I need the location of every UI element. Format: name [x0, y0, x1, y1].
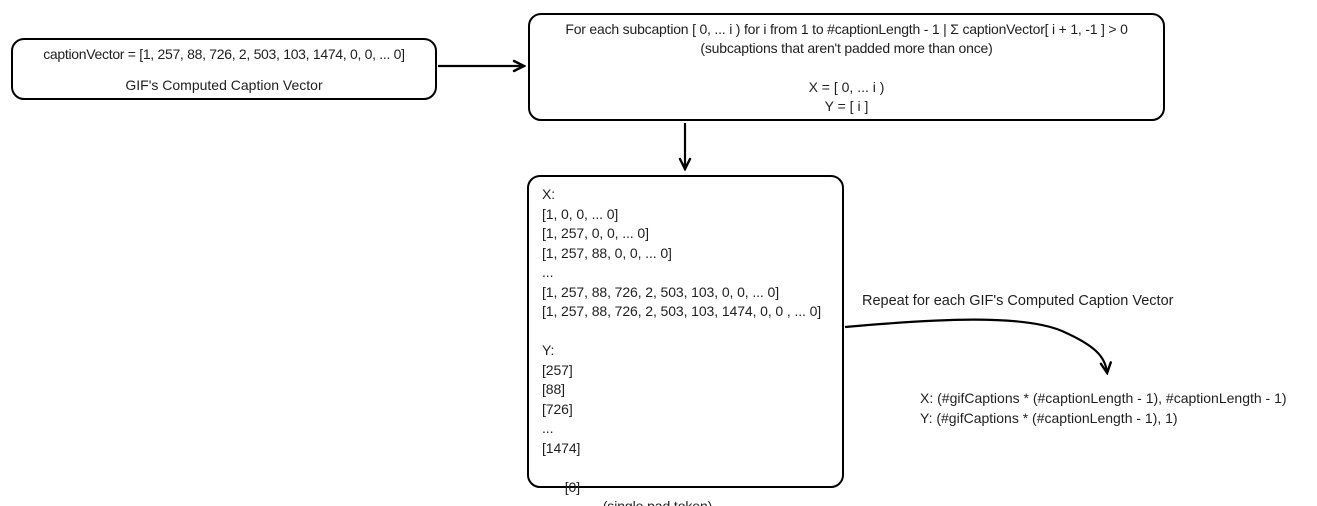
subcaption-rule-line1: For each subcaption [ 0, ... i ) for i f… — [565, 21, 1128, 37]
output-shapes-block: X: (#gifCaptions * (#captionLength - 1),… — [920, 389, 1287, 428]
y-list-row: [257] — [542, 361, 573, 378]
x-list-row: [1, 257, 88, 726, 2, 503, 103, 1474, 0, … — [542, 303, 822, 319]
y-list-ellipsis: ... — [542, 420, 554, 436]
caption-vector-title: GIF's Computed Caption Vector — [125, 77, 323, 93]
x-shape-text: X: (#gifCaptions * (#captionLength - 1),… — [920, 390, 1287, 406]
x-list-row: [1, 257, 0, 0, ... 0] — [542, 225, 649, 241]
arrow-repeat-curved — [844, 318, 1107, 372]
y-definition: Y = [ i ] — [824, 98, 869, 114]
y-list-label: Y: — [542, 342, 555, 358]
y-list-pad-row: [0] (single pad token) — [542, 458, 842, 506]
x-list-ellipsis: ... — [542, 264, 554, 280]
xy-lists-box: X: [1, 0, 0, ... 0] [1, 257, 0, 0, ... 0… — [527, 175, 844, 506]
x-list-row: [1, 257, 88, 726, 2, 503, 103, 0, 0, ...… — [542, 283, 779, 300]
y-list-row: [88] — [542, 381, 565, 397]
y-list-row: [0] — [564, 478, 581, 495]
subcaption-rule-line2: (subcaptions that aren't padded more tha… — [700, 40, 993, 56]
caption-vector-box: captionVector = [1, 257, 88, 726, 2, 503… — [11, 38, 437, 100]
x-definition: X = [ 0, ... i ) — [808, 79, 885, 95]
single-pad-token-note: (single pad token) — [602, 498, 713, 506]
x-list-label: X: — [542, 186, 556, 202]
list-gap — [542, 322, 842, 342]
repeat-annotation: Repeat for each GIF's Computed Caption V… — [862, 293, 1174, 309]
y-list-row: [1474] — [542, 439, 581, 456]
x-list-row: [1, 0, 0, ... 0] — [542, 205, 619, 222]
y-shape-text: Y: (#gifCaptions * (#captionLength - 1),… — [920, 409, 1178, 426]
subcaption-rule-box: For each subcaption [ 0, ... i ) for i f… — [528, 13, 1165, 121]
y-list-row: [726] — [542, 400, 573, 417]
x-list-row: [1, 257, 88, 0, 0, ... 0] — [542, 244, 672, 261]
caption-vector-text: captionVector = [1, 257, 88, 726, 2, 503… — [43, 46, 405, 62]
